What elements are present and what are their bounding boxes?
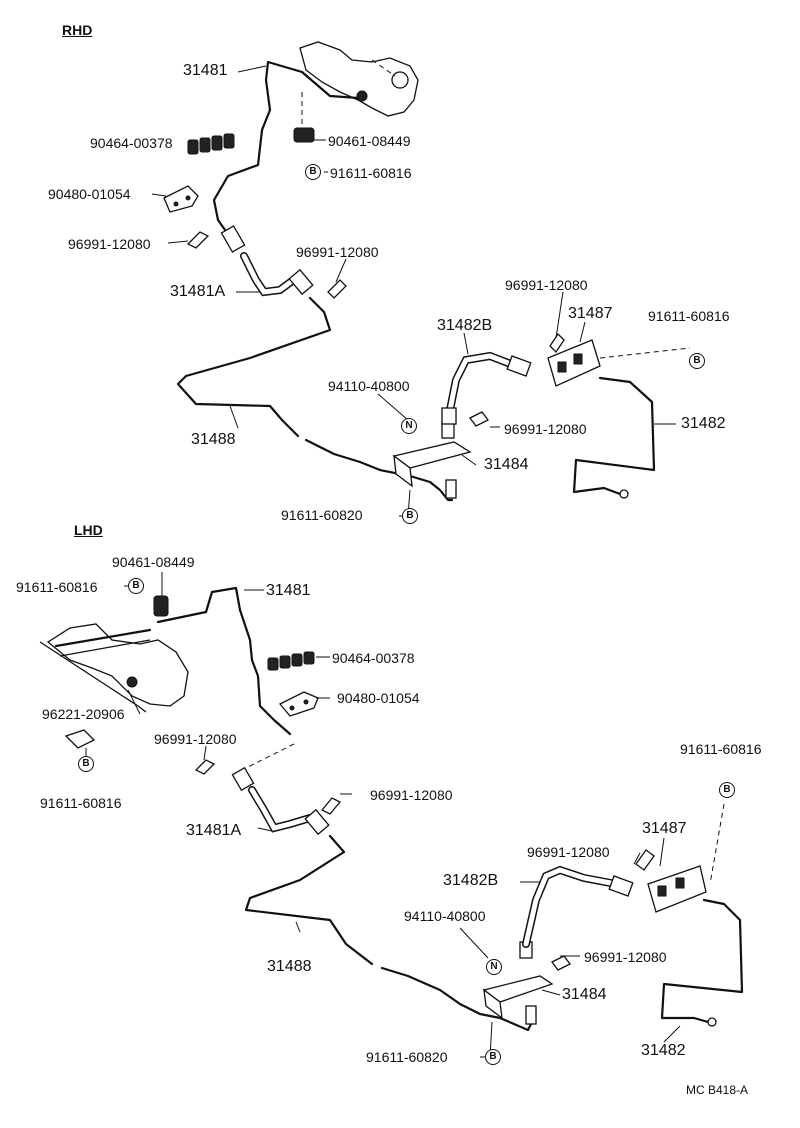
lhd-master-cylinder — [39, 623, 189, 713]
lhd-label-91611-820: 91611-60820 — [366, 1049, 448, 1065]
lhd-leaders — [85, 572, 681, 1058]
rhd-label-31484: 31484 — [484, 456, 529, 473]
rhd-hose-31482B — [441, 351, 532, 425]
rhd-badge-b-2: B — [689, 353, 705, 369]
rhd-label-91611-820: 91611-60820 — [281, 507, 363, 523]
lhd-label-90464: 90464-00378 — [332, 650, 415, 666]
lhd-label-31488: 31488 — [267, 958, 312, 975]
lhd-label-91611-816b: 91611-60816 — [40, 795, 122, 811]
rhd-label-31481A: 31481A — [170, 283, 226, 300]
lhd-label-90461: 90461-08449 — [112, 554, 195, 570]
rhd-clip-90461 — [293, 127, 315, 143]
lhd-label-91611-816a: 91611-60816 — [16, 579, 98, 595]
lhd-line-31481-b — [59, 639, 151, 657]
rhd-clip-96991-a — [186, 231, 210, 249]
lhd-dash-joint — [237, 743, 295, 773]
rhd-label-90480: 90480-01054 — [48, 186, 131, 202]
rhd-label-31488: 31488 — [191, 431, 236, 448]
rhd-bracket-31484 — [392, 441, 472, 488]
rhd-dash-31487 — [599, 347, 691, 359]
lhd-badge-b-1: B — [128, 578, 144, 594]
rhd-dash-mc2 — [371, 59, 396, 77]
lhd-clip-96991-b — [320, 797, 342, 815]
rhd-master-cylinder — [299, 41, 419, 117]
rhd-clip-96991-c — [549, 332, 565, 354]
lhd-label-96991-b: 96991-12080 — [370, 787, 453, 803]
lhd-grommet-90480 — [278, 691, 319, 717]
lhd-fitting-31482 — [707, 1017, 717, 1027]
rhd-label-31481: 31481 — [183, 62, 228, 79]
lhd-label-96991-c: 96991-12080 — [527, 844, 610, 860]
rhd-clip-96991-d — [469, 411, 489, 427]
rhd-label-31482: 31482 — [681, 415, 726, 432]
rhd-label-31487: 31487 — [568, 305, 613, 322]
rhd-label-90461: 90461-08449 — [328, 133, 411, 149]
rhd-section-title: RHD — [62, 22, 93, 38]
rhd-label-96991-a: 96991-12080 — [68, 236, 151, 252]
lhd-clip-96991-c — [635, 849, 655, 871]
rhd-line-31488 — [176, 296, 454, 502]
lhd-bracket-31484 — [482, 975, 554, 1020]
rhd-label-91611-816b: 91611-60816 — [648, 308, 730, 324]
rhd-line-31481 — [212, 60, 360, 242]
rhd-clip-96991-b — [327, 279, 347, 299]
lhd-clamp-90464 — [267, 651, 315, 671]
lhd-label-31481A: 31481A — [186, 822, 242, 839]
lhd-line-31488 — [244, 834, 534, 1032]
lhd-label-31482: 31482 — [641, 1042, 686, 1059]
lhd-line-31481 — [54, 586, 292, 736]
lhd-bracket-31487 — [647, 865, 707, 913]
rhd-hose-31481A — [220, 225, 314, 297]
rhd-label-96991-c: 96991-12080 — [505, 277, 588, 293]
rhd-line-31482 — [572, 376, 656, 496]
lhd-label-31487: 31487 — [642, 820, 687, 837]
lhd-label-31481: 31481 — [266, 582, 311, 599]
rhd-label-91611-816: 91611-60816 — [330, 165, 412, 181]
lhd-clip-90461 — [153, 595, 169, 617]
lhd-hose-31481A — [231, 766, 330, 836]
rhd-label-96991-d: 96991-12080 — [504, 421, 587, 437]
rhd-label-94110: 94110-40800 — [328, 378, 410, 394]
lhd-line-31482 — [660, 898, 744, 1024]
lhd-badge-b-4: B — [485, 1049, 501, 1065]
rhd-badge-n-1: N — [401, 418, 417, 434]
rhd-label-31482B: 31482B — [437, 317, 493, 334]
lhd-label-94110: 94110-40800 — [404, 908, 486, 924]
rhd-grommet-90480 — [163, 185, 199, 213]
lhd-label-31482B: 31482B — [443, 872, 499, 889]
lhd-clip-96221 — [64, 729, 96, 749]
lhd-label-96991-d: 96991-12080 — [584, 949, 667, 965]
lhd-badge-b-2: B — [78, 756, 94, 772]
lhd-label-91611-816c: 91611-60816 — [680, 741, 762, 757]
lhd-label-90480: 90480-01054 — [337, 690, 420, 706]
lhd-label-31484: 31484 — [562, 986, 607, 1003]
figure-caption: MC B418-A — [686, 1083, 749, 1097]
rhd-union-31484 — [441, 421, 457, 499]
rhd-fitting-31482 — [619, 489, 629, 499]
lhd-badge-n-1: N — [486, 959, 502, 975]
rhd-badge-b-1: B — [305, 164, 321, 180]
lhd-label-96221: 96221-20906 — [42, 706, 125, 722]
rhd-bracket-31487 — [547, 339, 601, 387]
lhd-clip-96991-d — [551, 955, 571, 971]
lhd-dash-31487 — [709, 803, 725, 885]
rhd-label-96991-b: 96991-12080 — [296, 244, 379, 260]
rhd-label-90464: 90464-00378 — [90, 135, 173, 151]
lhd-section-title: LHD — [74, 522, 103, 538]
lhd-hose-31482B — [522, 865, 634, 948]
rhd-clamp-90464 — [187, 133, 235, 155]
lhd-clip-96991-a — [194, 759, 216, 775]
lhd-badge-b-3: B — [719, 782, 735, 798]
rhd-badge-b-3: B — [402, 508, 418, 524]
lhd-label-96991-a: 96991-12080 — [154, 731, 237, 747]
